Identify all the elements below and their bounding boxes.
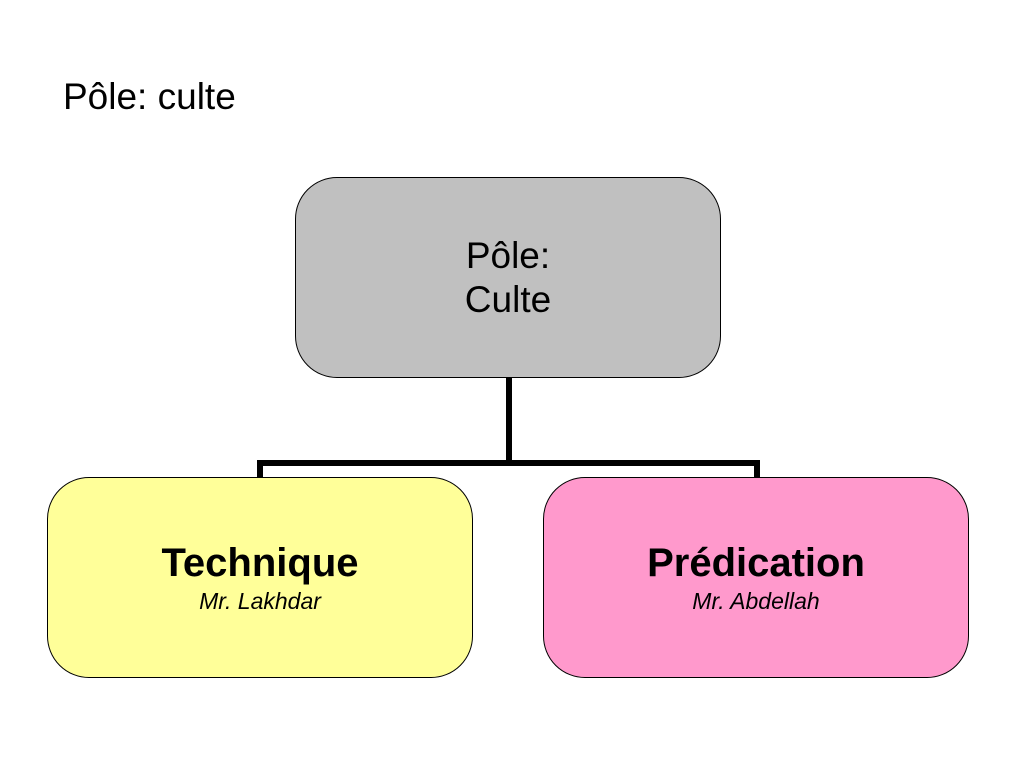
technique-node-title: Technique (161, 540, 359, 585)
org-node-predication: Prédication Mr. Abdellah (543, 477, 969, 678)
root-node-line-2: Culte (464, 278, 552, 320)
org-node-root: Pôle: Culte (295, 177, 721, 378)
predication-node-title: Prédication (647, 540, 865, 585)
technique-node-person: Mr. Lakhdar (199, 587, 321, 614)
slide-title: Pôle: culte (63, 76, 236, 117)
root-node-line-1: Pôle: (465, 234, 551, 276)
org-node-technique: Technique Mr. Lakhdar (47, 477, 473, 678)
predication-node-person: Mr. Abdellah (692, 587, 820, 614)
